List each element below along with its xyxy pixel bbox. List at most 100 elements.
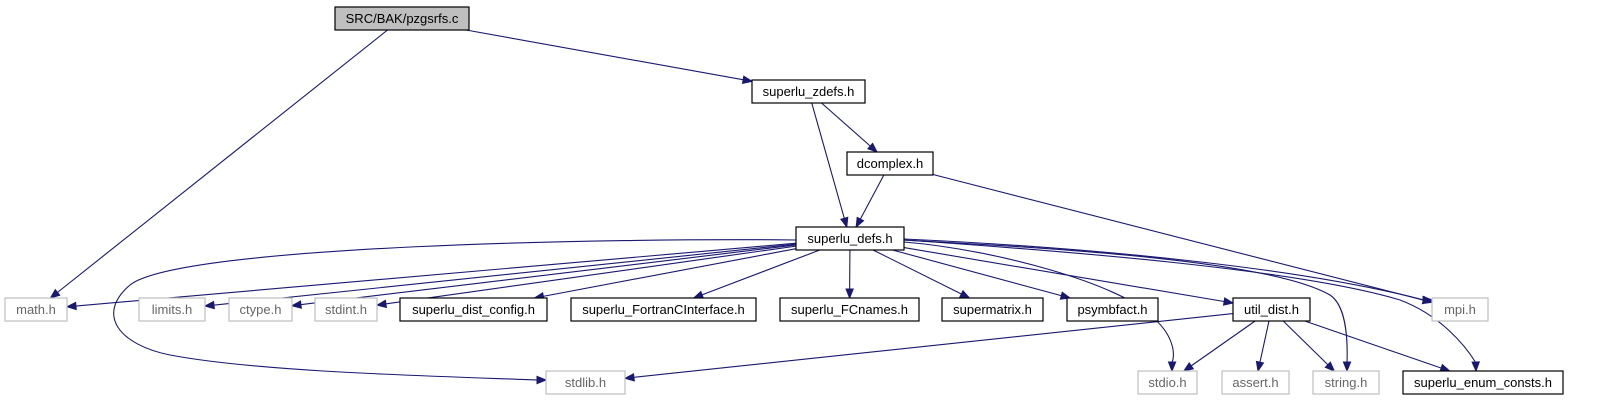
edge-defs-to-stdio-arrowhead <box>1167 361 1177 373</box>
node-supermatrix-label: supermatrix.h <box>953 302 1032 317</box>
node-string-box <box>1312 370 1380 395</box>
node-enum-label: superlu_enum_consts.h <box>1414 375 1552 390</box>
node-dcomplex-box <box>846 151 934 176</box>
node-dcomplex[interactable]: dcomplex.h <box>846 151 934 176</box>
edge-utildist-to-stdio-arrowhead <box>1182 361 1195 372</box>
node-psymbfact-box <box>1066 297 1159 322</box>
node-stdio-box <box>1137 370 1198 395</box>
node-supermatrix[interactable]: supermatrix.h <box>941 297 1044 322</box>
node-assert-label: assert.h <box>1232 375 1278 390</box>
edge-defs-to-ctype-arrowhead <box>290 300 302 309</box>
node-defs-box <box>795 226 905 251</box>
node-psymbfact[interactable]: psymbfact.h <box>1066 297 1159 322</box>
edge-defs-to-fcnames-arrowhead <box>845 288 854 300</box>
edge-defs-to-stdint <box>376 245 797 306</box>
node-supermatrix-box <box>941 297 1044 322</box>
edge-dcomplex-to-mpi <box>932 173 1433 303</box>
node-fcnames-box <box>779 297 920 322</box>
edges-layer <box>49 29 1481 385</box>
node-fortran-label: superlu_FortranCInterface.h <box>582 302 745 317</box>
node-limits-label: limits.h <box>152 302 192 317</box>
edge-dcomplex-to-defs <box>855 174 885 228</box>
node-dcomplex-label: dcomplex.h <box>857 156 923 171</box>
edge-defs-to-supermatrix <box>872 249 970 299</box>
edge-dcomplex-to-defs-arrowhead <box>855 216 865 229</box>
node-config-label: superlu_dist_config.h <box>412 302 535 317</box>
node-assert-box <box>1221 370 1290 395</box>
edge-utildist-to-stdio <box>1183 320 1256 372</box>
node-root[interactable]: SRC/BAK/pzgsrfs.c <box>334 6 470 31</box>
node-config[interactable]: superlu_dist_config.h <box>399 297 548 322</box>
node-stdint-label: stdint.h <box>325 302 367 317</box>
node-fortran[interactable]: superlu_FortranCInterface.h <box>570 297 757 322</box>
node-ctype-label: ctype.h <box>240 302 282 317</box>
edge-utildist-to-enum <box>1304 320 1450 372</box>
node-assert: assert.h <box>1221 370 1290 395</box>
node-stdlib-box <box>545 370 626 395</box>
node-stdio: stdio.h <box>1137 370 1198 395</box>
node-utildist[interactable]: util_dist.h <box>1232 297 1311 322</box>
edge-defs-to-limits <box>204 243 797 307</box>
edge-zdefs-to-defs <box>811 102 848 228</box>
node-math: math.h <box>4 297 68 322</box>
edge-utildist-to-string-arrowhead <box>1324 361 1336 372</box>
edge-defs-to-psymbfact-arrowhead <box>1059 291 1072 300</box>
edge-zdefs-to-defs-arrowhead <box>839 216 849 229</box>
node-enum-box <box>1402 370 1564 395</box>
edge-defs-to-stdlib <box>113 239 797 381</box>
node-math-box <box>4 297 68 322</box>
node-enum[interactable]: superlu_enum_consts.h <box>1402 370 1564 395</box>
node-root-box <box>334 6 470 31</box>
edge-defs-to-enum <box>903 239 1477 364</box>
edge-root-to-math-arrowhead <box>49 288 61 299</box>
node-utildist-label: util_dist.h <box>1244 302 1299 317</box>
edge-utildist-to-assert-arrowhead <box>1255 360 1265 373</box>
edge-defs-to-fortran <box>693 249 820 299</box>
edge-defs-to-enum-arrowhead <box>1471 361 1481 373</box>
edge-utildist-to-stdlib <box>624 313 1234 379</box>
node-fcnames[interactable]: superlu_FCnames.h <box>779 297 920 322</box>
edge-utildist-to-string <box>1282 320 1335 372</box>
node-stdlib-label: stdlib.h <box>565 375 606 390</box>
edge-zdefs-to-dcomplex-arrowhead <box>866 142 878 153</box>
edge-zdefs-to-dcomplex <box>821 102 878 153</box>
edge-defs-to-fortran-arrowhead <box>692 290 705 299</box>
edge-defs-to-stdio <box>903 241 1174 364</box>
node-stdint: stdint.h <box>314 297 378 322</box>
node-defs[interactable]: superlu_defs.h <box>795 226 905 251</box>
node-defs-label: superlu_defs.h <box>807 231 892 246</box>
edge-root-to-zdefs <box>465 29 753 82</box>
node-stdint-box <box>314 297 378 322</box>
node-psymbfact-label: psymbfact.h <box>1077 302 1147 317</box>
node-root-label: SRC/BAK/pzgsrfs.c <box>346 11 459 26</box>
edge-defs-to-string-arrowhead <box>1342 361 1352 373</box>
node-zdefs[interactable]: superlu_zdefs.h <box>751 79 866 104</box>
edge-defs-to-mpi <box>903 238 1425 301</box>
edge-defs-to-utildist-arrowhead <box>1222 297 1235 306</box>
edge-root-to-math <box>50 29 388 299</box>
node-math-label: math.h <box>16 302 56 317</box>
node-limits-box <box>138 297 206 322</box>
node-ctype: ctype.h <box>228 297 293 322</box>
edge-utildist-to-stdlib-arrowhead <box>623 372 635 382</box>
edge-defs-to-stdlib-arrowhead <box>536 375 548 385</box>
edge-defs-to-stdint-arrowhead <box>375 299 388 309</box>
node-string-label: string.h <box>1325 375 1368 390</box>
node-mpi: mpi.h <box>1431 297 1489 322</box>
node-limits: limits.h <box>138 297 206 322</box>
node-utildist-box <box>1232 297 1311 322</box>
node-zdefs-box <box>751 79 866 104</box>
node-fcnames-label: superlu_FCnames.h <box>791 302 908 317</box>
edge-defs-to-psymbfact <box>892 249 1071 299</box>
node-config-box <box>399 297 548 322</box>
edge-defs-to-math <box>66 242 797 308</box>
nodes-layer: SRC/BAK/pzgsrfs.c superlu_zdefs.h dcomplex… <box>4 6 1564 395</box>
node-stdlib: stdlib.h <box>545 370 626 395</box>
edge-defs-to-math-arrowhead <box>65 301 77 311</box>
edge-defs-to-limits-arrowhead <box>203 300 215 310</box>
node-stdio-label: stdio.h <box>1148 375 1186 390</box>
node-mpi-label: mpi.h <box>1444 302 1476 317</box>
edge-defs-to-config <box>534 248 797 299</box>
edge-defs-to-ctype <box>291 244 797 307</box>
